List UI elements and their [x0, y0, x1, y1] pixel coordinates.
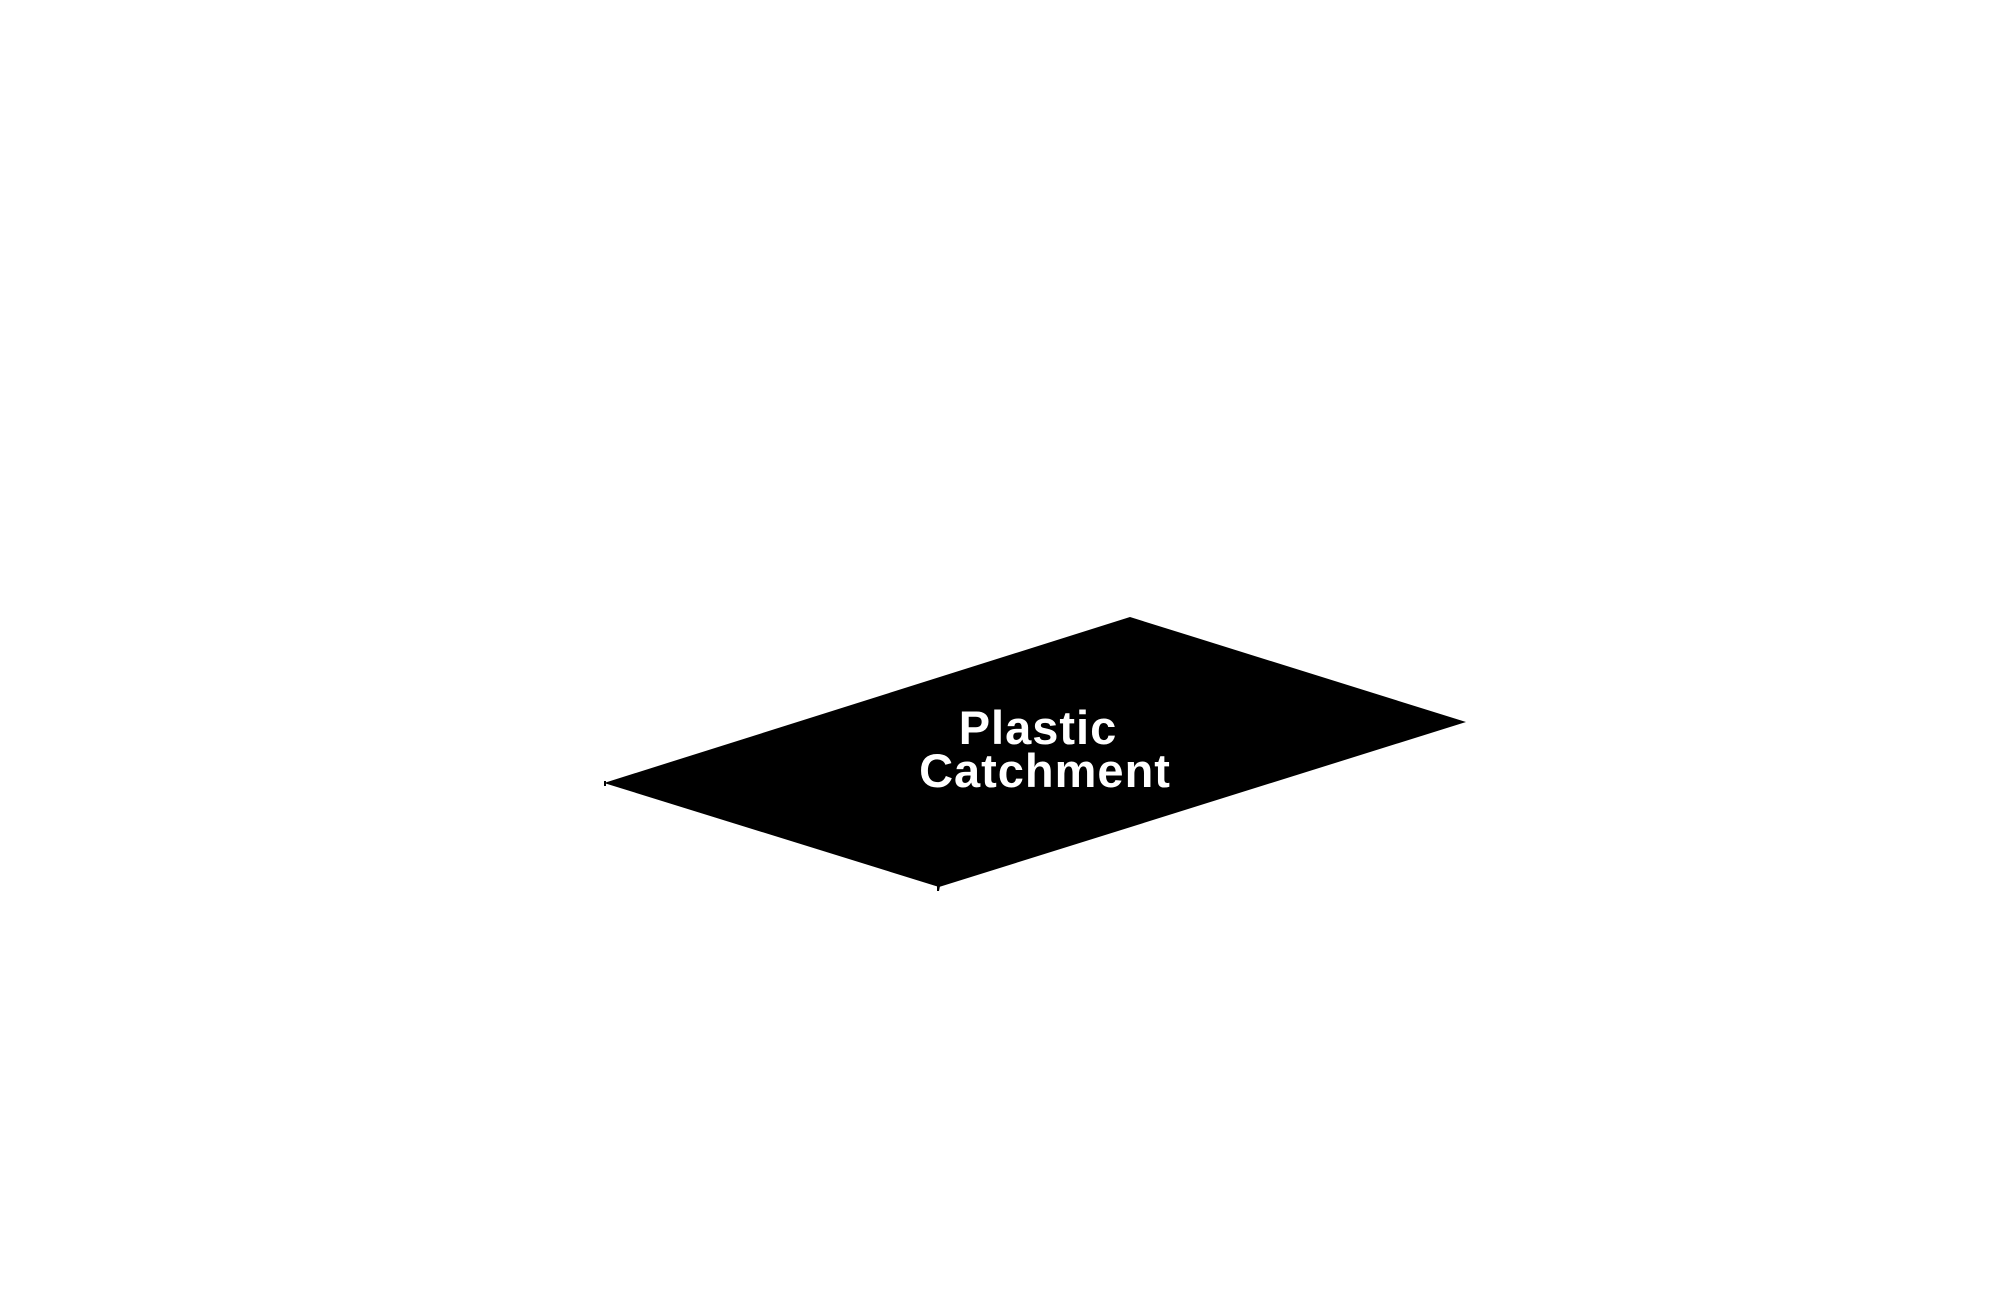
shape-label: Plastic Catchment: [919, 701, 1171, 797]
shape-label-line-1: Plastic: [959, 701, 1118, 754]
shape-label-line-2: Catchment: [919, 744, 1171, 797]
parallelogram-bottom-edge: [937, 886, 940, 891]
parallelogram-body: [604, 617, 1466, 887]
plastic-catchment-shape[interactable]: Plastic Catchment: [604, 617, 1466, 891]
parallelogram-left-edge: [604, 781, 606, 786]
